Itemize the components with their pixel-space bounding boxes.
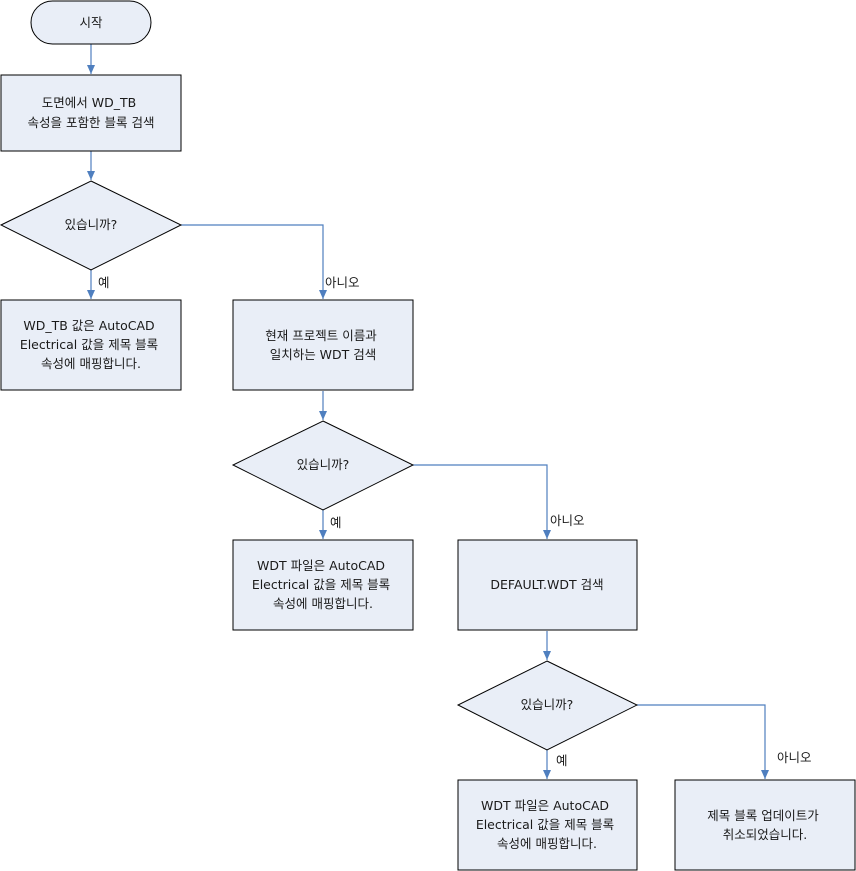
decision-1-label: 있습니까?	[65, 217, 118, 232]
search-project-line-1: 현재 프로젝트 이름과	[265, 328, 377, 343]
decision-2-label: 있습니까?	[297, 457, 350, 472]
search-default-label: DEFAULT.WDT 검색	[490, 577, 603, 592]
decision-2-node: 있습니까?	[231, 420, 415, 511]
yes-label-2: 예	[330, 515, 342, 530]
edge-labels: 예 아니오 예 아니오 예 아니오	[98, 275, 812, 768]
map-wdt-1-line-3: 속성에 매핑합니다.	[273, 596, 373, 611]
search-project-line-2: 일치하는 WDT 검색	[270, 347, 377, 362]
start-node: 시작	[30, 0, 152, 45]
map-wdt-2-line-1: WDT 파일은 AutoCAD	[481, 798, 609, 813]
search-default-wdt-node: DEFAULT.WDT 검색	[457, 539, 638, 631]
decision-3-node: 있습니까?	[456, 660, 639, 751]
map-wdt-2-line-2: Electrical 값을 제목 블록	[476, 817, 614, 832]
search-wdtb-line-1: 도면에서 WD_TB	[42, 95, 136, 110]
map-wdtb-line-1: WD_TB 값은 AutoCAD	[23, 318, 154, 333]
no-label-1: 아니오	[325, 275, 360, 290]
map-wdt-1-line-1: WDT 파일은 AutoCAD	[257, 558, 385, 573]
edge-decision1-no	[181, 224, 327, 299]
map-wdt-1-line-2: Electrical 값을 제목 블록	[252, 577, 390, 592]
cancelled-node: 제목 블록 업데이트가 취소되었습니다.	[674, 779, 856, 871]
no-label-2: 아니오	[550, 513, 585, 528]
svg-text:WD_TB 값은 AutoCAD Electri: WD_TB 값은 AutoCAD Electrical 값을 제목 블록 속성에…	[20, 318, 162, 371]
connectors	[87, 44, 769, 779]
no-label-3: 아니오	[777, 750, 812, 765]
search-wdtb-line-2: 속성을 포함한 블록 검색	[28, 115, 155, 130]
svg-text:현재 프로젝트 이름과 일치하는 WDT 검색: 현재 프로젝트 이름과 일치하는 WDT 검색	[265, 328, 380, 362]
map-wdtb-line-3: 속성에 매핑합니다.	[41, 356, 141, 371]
start-label: 시작	[79, 15, 103, 30]
yes-label-3: 예	[556, 753, 568, 768]
map-wdt-2-node: WDT 파일은 AutoCAD Electrical 값을 제목 블록 속성에 …	[457, 779, 638, 871]
search-wdtb-node: 도면에서 WD_TB 속성을 포함한 블록 검색	[0, 74, 182, 152]
svg-text:WDT 파일은 AutoCAD Electric: WDT 파일은 AutoCAD Electrical 값을 제목 블록 속성에 …	[252, 558, 394, 611]
yes-label-1: 예	[98, 275, 110, 290]
edge-decision3-no	[637, 704, 769, 779]
map-wdtb-node: WD_TB 값은 AutoCAD Electrical 값을 제목 블록 속성에…	[0, 299, 182, 391]
cancelled-line-1: 제목 블록 업데이트가	[707, 808, 819, 823]
map-wdt-1-node: WDT 파일은 AutoCAD Electrical 값을 제목 블록 속성에 …	[232, 539, 414, 631]
map-wdt-2-line-3: 속성에 매핑합니다.	[497, 836, 597, 851]
decision-1-node: 있습니까?	[0, 180, 183, 271]
search-project-wdt-node: 현재 프로젝트 이름과 일치하는 WDT 검색	[232, 299, 414, 391]
cancelled-line-2: 취소되었습니다.	[723, 827, 807, 842]
svg-text:도면에서 WD_TB 속성을 포함한 블록 검색: 도면에서 WD_TB 속성을 포함한 블록 검색	[28, 95, 155, 130]
map-wdtb-line-2: Electrical 값을 제목 블록	[20, 337, 158, 352]
svg-text:제목 블록 업데이트가 취소되었습니다.: 제목 블록 업데이트가 취소되었습니다.	[707, 808, 822, 842]
edge-decision2-no	[413, 464, 551, 539]
decision-3-label: 있습니까?	[521, 697, 574, 712]
svg-text:WDT 파일은 AutoCAD Electric: WDT 파일은 AutoCAD Electrical 값을 제목 블록 속성에 …	[476, 798, 618, 851]
